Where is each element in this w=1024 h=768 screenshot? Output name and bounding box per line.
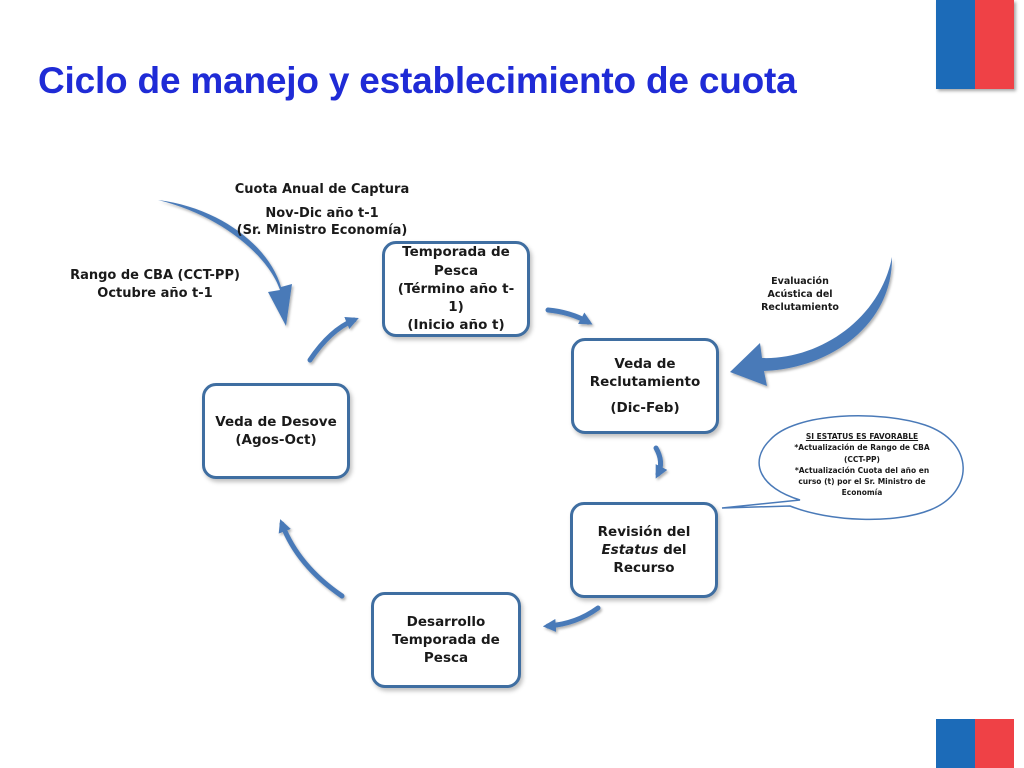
- label-line: Nov-Dic año t-1: [265, 205, 379, 221]
- node-label: Pesca: [433, 262, 479, 279]
- slide-title: Ciclo de manejo y establecimiento de cuo…: [38, 60, 797, 101]
- arrow-desarrollo-to-veda-desove: [278, 519, 345, 599]
- node-label: del: [658, 541, 687, 558]
- label-line: Acústica del: [767, 288, 833, 300]
- label-line: Octubre año t-1: [97, 285, 213, 301]
- node-label: Temporada de: [402, 244, 510, 261]
- evaluacion-input-arrow: [730, 257, 893, 386]
- label-line: Cuota Anual de Captura: [234, 182, 410, 197]
- cuota-input-arrow: [158, 200, 292, 326]
- node-label: Estatus del: [601, 541, 686, 559]
- label-evaluacion-acustica: Evaluación Acústica del Reclutamiento: [750, 276, 850, 314]
- node-label: Veda de Desove: [215, 413, 337, 430]
- flag-top-decoration: [936, 0, 1014, 89]
- node-temporada-de-pesca: Temporada de Pesca (Término año t-1) (In…: [382, 241, 530, 337]
- node-revision-del-estatus: Revisión del Estatus del Recurso: [570, 502, 718, 598]
- flag-blue-stripe: [936, 0, 975, 89]
- node-veda-de-desove: Veda de Desove (Agos-Oct): [202, 383, 350, 479]
- flag-bottom-decoration: [936, 719, 1014, 768]
- arrow-revision-to-desarrollo: [542, 605, 601, 632]
- label-cuota-anual: Cuota Anual de Captura Nov-Dic año t-1 (…: [232, 181, 412, 240]
- bubble-line: curso (t) por el Sr. Ministro de: [798, 477, 926, 486]
- flag-red-stripe: [975, 0, 1014, 89]
- speech-bubble: [721, 415, 964, 521]
- bubble-line: *Actualización Cuota del año en: [794, 465, 930, 475]
- bubble-line: *Actualización de Rango de CBA: [794, 443, 930, 453]
- bubble-heading: SI ESTATUS ES FAVORABLE: [805, 432, 919, 441]
- bubble-line: (CCT-PP): [844, 454, 880, 464]
- label-line: Evaluación: [771, 276, 829, 287]
- arrow-veda-desove-to-temporada: [307, 317, 359, 363]
- node-label: Recurso: [613, 560, 675, 577]
- node-label: Veda de: [614, 355, 676, 372]
- node-label: (Inicio año t): [407, 317, 505, 334]
- label-line: (Sr. Ministro Economía): [236, 223, 408, 239]
- node-label-italic: Estatus: [601, 541, 659, 558]
- node-label: (Dic-Feb): [610, 400, 680, 417]
- node-label: Desarrollo: [406, 613, 486, 630]
- label-line: Reclutamiento: [761, 301, 839, 313]
- label-line: Rango de CBA (CCT-PP): [70, 268, 240, 283]
- node-desarrollo-temporada: Desarrollo Temporada de Pesca: [371, 592, 521, 688]
- node-label: (Agos-Oct): [235, 432, 317, 448]
- node-label: Reclutamiento: [589, 373, 701, 390]
- arrow-veda-reclutamiento-to-revision: [653, 445, 668, 479]
- node-label: Pesca: [423, 650, 469, 667]
- node-label: Temporada de: [392, 631, 500, 648]
- bubble-line: Economía: [841, 488, 883, 498]
- flag-blue-stripe: [936, 719, 975, 768]
- node-label: Revisión del: [597, 523, 691, 540]
- flag-red-stripe: [975, 719, 1014, 768]
- label-rango-cba: Rango de CBA (CCT-PP) Octubre año t-1: [70, 267, 240, 302]
- bubble-text: SI ESTATUS ES FAVORABLE *Actualización d…: [782, 431, 942, 499]
- node-veda-de-reclutamiento: Veda de Reclutamiento (Dic-Feb): [571, 338, 719, 434]
- arrow-temporada-to-veda-reclutamiento: [545, 307, 593, 325]
- node-label: (Término año t-1): [397, 280, 515, 316]
